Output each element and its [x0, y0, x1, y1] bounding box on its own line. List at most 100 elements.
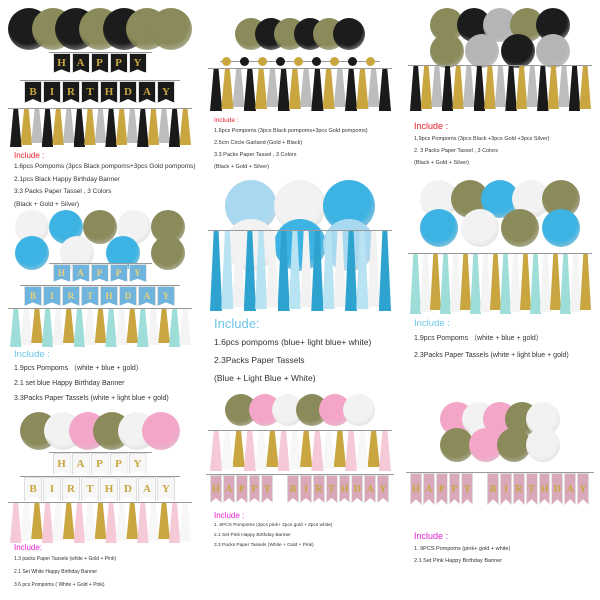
pompom	[151, 235, 185, 270]
banner-flag: I	[500, 473, 512, 505]
paper-tassel	[410, 66, 422, 111]
include-item: 1.9pcs Pompoms （white + blue + gold）	[14, 365, 143, 373]
banner-string	[48, 452, 152, 453]
paper-tassel	[147, 503, 160, 541]
include-text: Include :1.6pcs Pompoms (3pcs Black pomp…	[214, 116, 368, 173]
tassel-string	[408, 65, 592, 66]
product-panel: Include :1.9pcs Pompoms (3pcs Black +3pc…	[400, 0, 600, 200]
pompom	[440, 427, 474, 462]
banner-flag: R	[62, 477, 80, 501]
paper-tassel	[105, 503, 117, 543]
paper-tassel	[41, 309, 54, 347]
paper-tassel	[41, 503, 54, 543]
paper-tassel	[126, 503, 139, 539]
paper-tassel	[277, 431, 290, 471]
include-item: 1.6pcs pompoms (blue+ light blue+ white)	[214, 337, 372, 348]
pompom	[420, 208, 458, 247]
include-item: 1. 9PCS Pompoms (pink+ gold + white)	[414, 545, 511, 552]
pompom	[343, 394, 375, 426]
banner-flag: R	[512, 473, 525, 505]
paper-tassel	[441, 66, 454, 111]
paper-tassel	[31, 309, 43, 343]
banner-flag: H	[338, 475, 351, 503]
garland-circle	[348, 57, 357, 66]
include-text: Include: 1.3 packs Paper Tassels (white +…	[14, 542, 116, 592]
pompom	[150, 8, 192, 50]
paper-tassel	[243, 431, 256, 471]
banner-flag: H	[538, 473, 551, 505]
banner-flag: A	[364, 475, 377, 503]
banner-flag: A	[564, 473, 577, 505]
include-item: 3.3Packs Paper Tassels (white + light bl…	[14, 395, 169, 403]
paper-tassel	[510, 254, 521, 312]
banner-flag: Y	[261, 475, 274, 503]
include-item: 1.6pcs Pompoms (3pcs Black pompoms+3pcs …	[14, 163, 196, 171]
paper-tassel	[94, 309, 107, 343]
paper-tassel	[137, 109, 149, 147]
paper-tassel	[311, 69, 324, 111]
paper-tassel	[158, 503, 170, 539]
paper-tassel	[505, 66, 517, 111]
include-item: 1.3 packs Paper Tassels (white + Gold + …	[14, 556, 117, 563]
paper-tassel	[367, 69, 380, 107]
paper-tassel	[115, 503, 128, 541]
include-label: Include :	[414, 121, 449, 131]
tassel-string	[208, 230, 392, 231]
paper-tassel	[84, 109, 96, 145]
paper-tassel	[115, 309, 128, 345]
banner-string	[20, 285, 180, 286]
paper-tassel	[62, 309, 75, 343]
include-label: Include:	[14, 543, 43, 552]
paper-tassel	[462, 66, 475, 107]
banner-flag: P	[435, 473, 448, 505]
include-item: 2.3Packs Paper Tassels	[214, 355, 305, 366]
banner-string	[48, 52, 152, 53]
banner-flag: Y	[128, 453, 147, 475]
banner-flag: Y	[577, 473, 589, 505]
include-text: Include :1.9pcs Pompoms (3pcs Black +3pc…	[414, 120, 549, 169]
pompom	[542, 208, 580, 247]
include-item: 3.3 Packs Paper Tassel , 3 Colors	[14, 188, 112, 196]
banner-flag: H	[210, 475, 222, 503]
banner-flag: P	[235, 475, 248, 503]
banner-string	[206, 474, 394, 475]
banner-flag: Y	[157, 286, 175, 306]
garland-circle	[276, 57, 285, 66]
include-item: 1. 6PCS Pompoms (2pcs pink+ 2pcs gold + …	[214, 523, 333, 529]
paper-tassel	[221, 431, 234, 469]
banner-flag: H	[52, 453, 71, 475]
paper-tassel	[356, 231, 369, 309]
banner-flag: A	[138, 286, 156, 306]
banner-flag: A	[71, 264, 90, 282]
include-item: 1.6pcs Pompoms (3pcs Black pompoms+3pcs …	[214, 128, 368, 135]
banner-flag: H	[100, 81, 118, 103]
paper-tassel	[10, 109, 22, 147]
paper-tassel	[322, 69, 335, 109]
banner-flag: B	[24, 286, 42, 306]
paper-tassel	[410, 254, 421, 314]
paper-tassel	[558, 66, 570, 107]
product-panel: Include :1.6pcs Pompoms (3pcs Black pomp…	[200, 0, 400, 200]
banner-string	[406, 472, 594, 473]
paper-tassel	[62, 503, 75, 539]
paper-tassel	[266, 431, 279, 467]
banner-flag: D	[551, 473, 564, 505]
paper-tassel	[515, 66, 528, 109]
paper-tassel	[311, 431, 324, 471]
include-label: Include :	[214, 511, 245, 520]
paper-tassel	[300, 69, 313, 107]
include-text: Include:1.6pcs pompoms (blue+ light blue…	[214, 315, 371, 387]
garland-circle	[222, 57, 231, 66]
banner-flag: T	[81, 81, 99, 103]
banner-flag: P	[109, 53, 128, 73]
include-label: Include :	[14, 151, 45, 160]
include-text: Include :1.9pcs Pompoms （white + blue + …	[14, 348, 169, 406]
paper-tassel	[277, 69, 290, 111]
paper-tassel	[356, 431, 369, 469]
garland-circle	[312, 57, 321, 66]
banner-flag: H	[52, 264, 71, 282]
garland-circle	[258, 57, 267, 66]
